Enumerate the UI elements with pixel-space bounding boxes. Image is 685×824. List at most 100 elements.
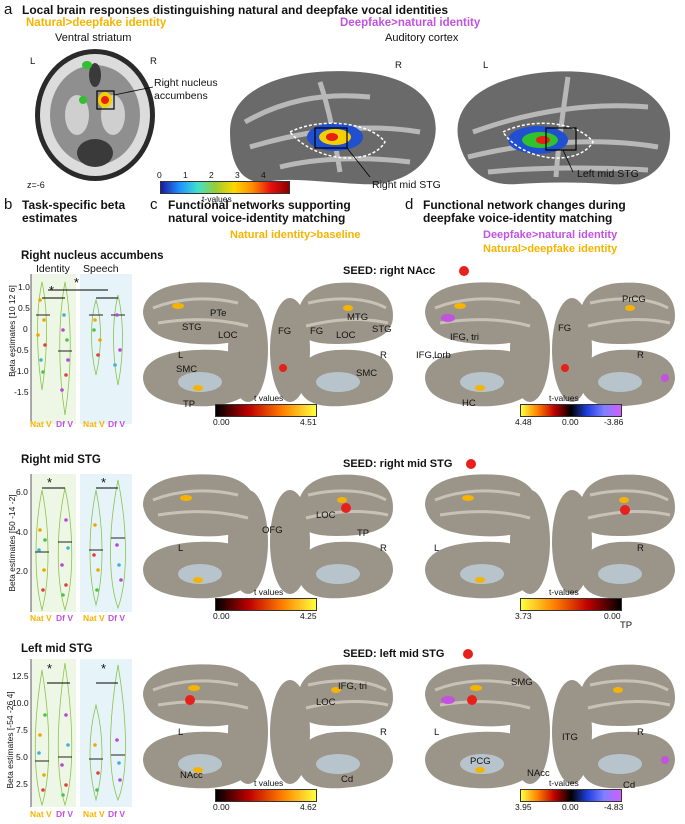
c1-label-fg-l: FG	[278, 326, 292, 337]
d2-label-tp: TP	[620, 620, 633, 631]
panel-c-letter: c	[150, 196, 158, 213]
d2-hemi-L: L	[434, 543, 440, 554]
nacc-ytick-0: 1.0	[18, 282, 30, 292]
d1-label-prcg: PrCG	[622, 294, 646, 305]
d3-label-nacc: NAcc	[527, 768, 550, 779]
c1-cbar-label: t values	[254, 393, 284, 403]
cbar-a-tick-4: 4	[261, 170, 266, 180]
axial-label-R: R	[150, 56, 157, 67]
inflated-right-hemisphere	[230, 71, 436, 185]
lstg-ytick-1: 10.0	[12, 698, 29, 708]
axial-label-L: L	[30, 56, 36, 67]
c2-label-ofg: OFG	[262, 525, 283, 536]
lstg-ylabel: Beta estimates [-54 -26 4]	[5, 691, 15, 789]
left-hemi-label-L: L	[483, 60, 489, 71]
group-identity-label: Identity	[36, 263, 70, 275]
seed-row-2: SEED: right mid STG	[343, 458, 453, 470]
lstg-ytick-3: 5.0	[16, 752, 28, 762]
rstg-ytick-0: 6.0	[16, 487, 28, 497]
d1-brain-surfaces	[425, 282, 675, 407]
d3-cbar-mid: 0.00	[562, 802, 579, 812]
d3-label-pcg: PCG	[470, 756, 491, 767]
seed-dot-row-3	[463, 649, 473, 659]
lstg-ytick-4: 2.5	[16, 779, 28, 789]
cbar-a-tick-3: 3	[235, 170, 240, 180]
nacc-xtick-dfv-1: Df V	[56, 419, 73, 429]
c2-cbar-max: 4.25	[300, 611, 317, 621]
sig-star-2b: *	[101, 475, 107, 490]
cbar-a-tick-1: 1	[183, 170, 188, 180]
c3-label-nacc: NAcc	[180, 770, 203, 781]
c1-hemi-R: R	[380, 350, 387, 361]
d2-cbar-label: t-values	[549, 587, 579, 597]
panel-c-title: Functional networks supporting natural v…	[168, 198, 351, 225]
d3-hemi-R: R	[637, 727, 644, 738]
c2-label-loc: LOC	[316, 510, 336, 521]
c3-cbar-min: 0.00	[213, 802, 230, 812]
d3-label-cd: Cd	[623, 780, 636, 791]
sig-star-3b: *	[101, 661, 107, 676]
d3-colorbar	[520, 789, 622, 802]
seed-dot-row-1	[459, 266, 469, 276]
c1-label-mtg: MTG	[347, 312, 369, 323]
c1-label-loc-l: LOC	[218, 330, 238, 341]
rstg-ytick-1: 4.0	[16, 527, 28, 537]
c1-label-stg-r: STG	[372, 324, 392, 335]
c1-label-fg-r: FG	[310, 326, 324, 337]
cbar-a-label: t-values	[202, 194, 232, 204]
c2-cbar-label: t values	[254, 587, 284, 597]
d1-cbar-max: -3.86	[604, 417, 624, 427]
sig-star-1b: *	[74, 275, 80, 290]
c2-cbar-min: 0.00	[213, 611, 230, 621]
nacc-ytick-1: 0.5	[18, 303, 30, 313]
subplot-lstg-title: Left mid STG	[21, 643, 93, 655]
d3-cbar-max: -4.83	[604, 802, 624, 812]
d1-hemi-L: L	[434, 350, 440, 361]
c1-label-stg-l: STG	[182, 322, 202, 333]
c2-colorbar	[215, 598, 317, 611]
c3-colorbar	[215, 789, 317, 802]
c3-cbar-label: t values	[254, 778, 284, 788]
c2-brain-surfaces	[143, 474, 393, 599]
panel-d-title: Functional network changes during deepfa…	[423, 198, 626, 225]
c3-hemi-R: R	[380, 727, 387, 738]
c1-label-smc-r: SMC	[356, 368, 378, 379]
region-ventral-striatum: Ventral striatum	[55, 32, 132, 44]
panel-a-letter: a	[4, 1, 13, 18]
d1-colorbar	[520, 404, 622, 417]
panel-d-contrast-b: Natural>deepfake identity	[483, 243, 618, 255]
d1-label-fg: FG	[558, 323, 572, 334]
panel-d-letter: d	[405, 196, 414, 213]
d2-cbar-max: 0.00	[604, 611, 621, 621]
c2-label-tp: TP	[357, 528, 370, 539]
annot-right-nacc: Right nucleus accumbens	[154, 77, 218, 102]
c1-label-smc-l: SMC	[176, 364, 198, 375]
nacc-ytick-2: 0	[23, 324, 28, 334]
d1-cbar-min: 4.48	[515, 417, 532, 427]
c3-hemi-L: L	[178, 727, 184, 738]
contrast-deepfake-gt-natural: Deepfake>natural identity	[340, 17, 481, 29]
inflated-left-hemisphere	[457, 71, 671, 185]
panel-b-title: Task-specific beta estimates	[22, 198, 126, 225]
colorbar-a	[160, 181, 290, 194]
violin-plot-rstg	[30, 474, 132, 612]
violin-plot-nacc	[30, 274, 132, 424]
rstg-ytick-2: 2.0	[16, 566, 28, 576]
c2-hemi-R: R	[380, 543, 387, 554]
d1-cbar-label: t-values	[549, 393, 579, 403]
c1-brain-surfaces	[143, 282, 393, 407]
d2-hemi-R: R	[637, 543, 644, 554]
subplot-nacc-title: Right nucleus accumbens	[21, 250, 164, 262]
d3-brain-surfaces	[425, 664, 675, 789]
contrast-natural-gt-deepfake: Natural>deepfake identity	[26, 17, 167, 29]
d2-colorbar	[520, 598, 622, 611]
c1-cbar-min: 0.00	[213, 417, 230, 427]
rstg-ylabel: Beta estimates [50 -14 -2]	[7, 494, 17, 592]
c1-hemi-L: L	[178, 350, 184, 361]
nacc-ytick-4: -1.0	[14, 366, 29, 376]
nacc-xtick-natv-1: Nat V	[30, 419, 52, 429]
d1-hemi-R: R	[637, 350, 644, 361]
d3-label-itg: ITG	[562, 732, 578, 743]
panel-c-contrast: Natural identity>baseline	[230, 229, 361, 241]
rstg-xtick-natv-1: Nat V	[30, 613, 52, 623]
